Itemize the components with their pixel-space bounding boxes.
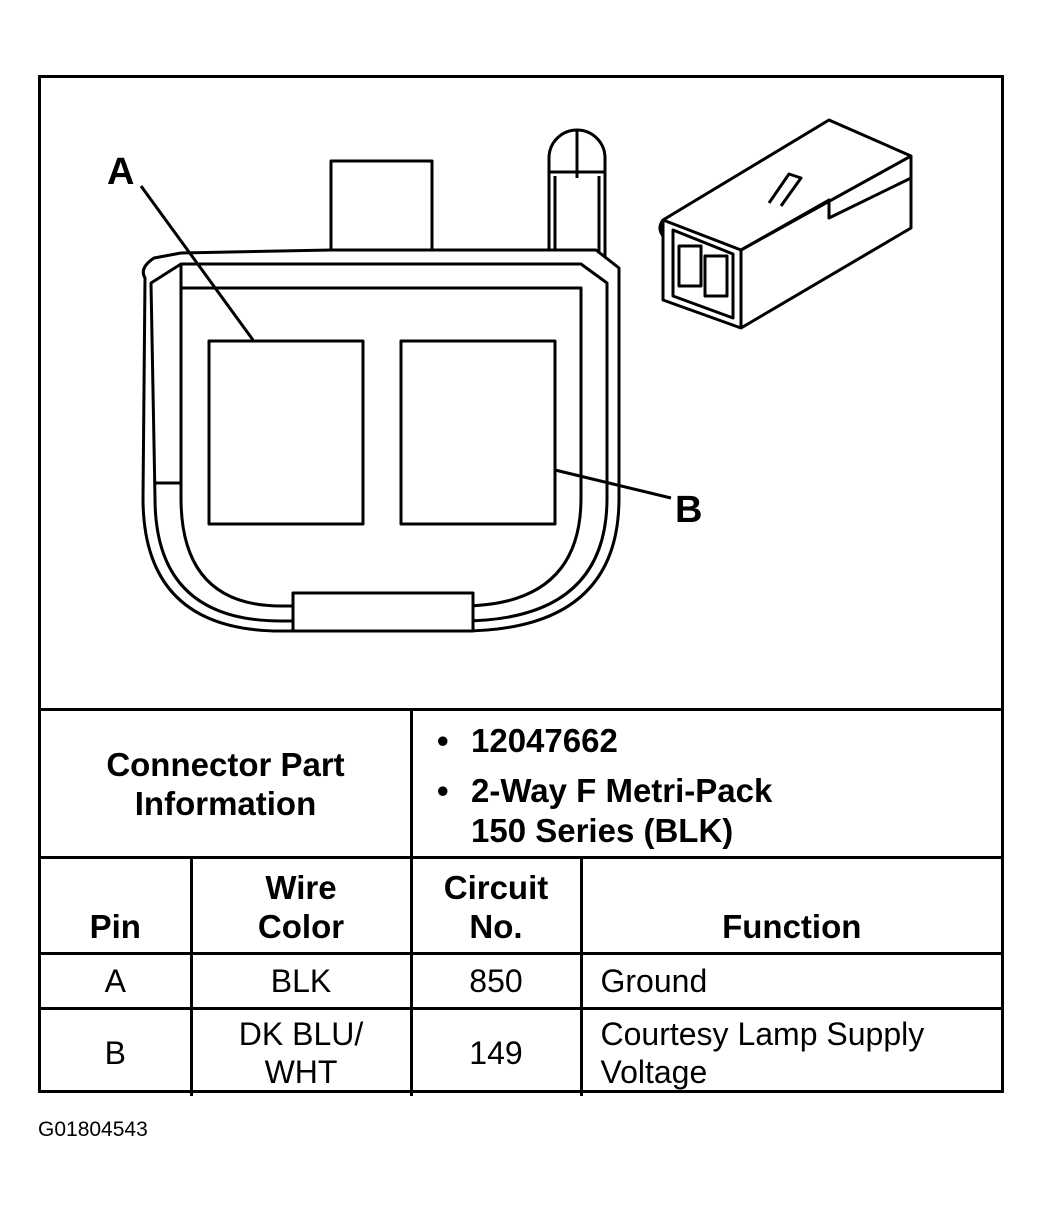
- connector-part-info: Connector Part Information 12047662 2-Wa…: [41, 708, 1001, 856]
- cell-circuit-no: 149: [409, 1007, 583, 1096]
- cell-pin: A: [41, 952, 193, 1010]
- leader-line-a: [139, 185, 255, 341]
- cavity-b: [399, 339, 557, 526]
- pin-table: Pin Wire Color Circuit No. Function A BL…: [41, 856, 1001, 1096]
- table-row: A BLK 850 Ground: [41, 952, 1001, 1010]
- connector-part-info-details: 12047662 2-Way F Metri-Pack 150 Series (…: [413, 711, 1001, 856]
- cell-pin: B: [41, 1007, 193, 1096]
- leader-line-b: [554, 468, 672, 500]
- table-row: B DK BLU/ WHT 149 Courtesy Lamp Supply V…: [41, 1007, 1001, 1096]
- callout-b: B: [675, 489, 702, 531]
- cavity-a: [207, 339, 365, 526]
- connector-part-info-label: Connector Part Information: [41, 711, 413, 856]
- connector-figure-frame: A B Connector Part Information 12047662 …: [38, 75, 1004, 1096]
- connector-body: [141, 248, 621, 633]
- connector-part-info-label-text: Connector Part Information: [106, 745, 345, 822]
- callout-a: A: [107, 151, 134, 193]
- latch-tab: [329, 159, 434, 266]
- pin-table-header: Pin Wire Color Circuit No. Function: [41, 856, 1001, 955]
- header-function: Function: [579, 856, 1001, 955]
- cell-wire-color: DK BLU/ WHT: [189, 1007, 413, 1096]
- cell-wire-color: BLK: [189, 952, 413, 1010]
- connector-diagram: A B: [107, 118, 913, 633]
- figure-id: G01804543: [38, 1118, 148, 1141]
- cell-circuit-no: 850: [409, 952, 583, 1010]
- cell-function: Courtesy Lamp Supply Voltage: [579, 1007, 1001, 1096]
- connector-iso-view: [658, 118, 913, 330]
- connector-description: 2-Way F Metri-Pack 150 Series (BLK): [437, 771, 1001, 851]
- header-wire-color: Wire Color: [189, 856, 413, 955]
- header-circuit-no: Circuit No.: [409, 856, 583, 955]
- cell-function: Ground: [579, 952, 1001, 1010]
- header-pin: Pin: [41, 856, 193, 955]
- part-number: 12047662: [437, 721, 1001, 761]
